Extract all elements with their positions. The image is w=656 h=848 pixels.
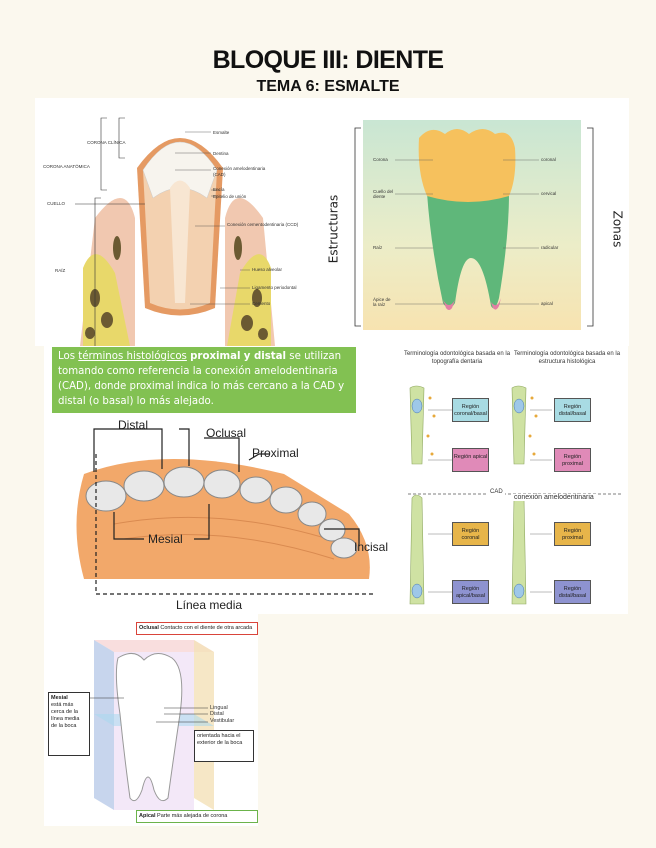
anatomy-panel: CORONA CLÍNICA CORONA ANATÓMICA CUELLO R… [35,98,323,346]
note-underlined: términos histológicos [78,351,187,362]
label-dentina: Dentina [213,151,229,156]
apical-box: Apical Parte más alejada de corona [136,810,258,823]
region-box-7: Región apical/basal [452,580,489,604]
anatomy-illustration [75,117,275,346]
region-box-4: Región proximal [554,448,591,472]
zones-panel: Estructuras Zonas Corona Cuello del dien… [323,98,629,346]
distal-label: Distal [210,711,224,717]
cad-full-label: conexión amelodentinaria [512,494,596,501]
hist-col2-title: Terminología odontológica basada en la e… [513,351,621,365]
region-box-5: Región coronal [452,522,489,546]
arch-label-distal: Distal [118,418,149,432]
zone-label-corona: Corona [373,157,388,162]
mesial-box: Mesial está más cerca de la línea media … [48,692,90,756]
histology-note: Los términos histológicos proximal y dis… [52,347,356,413]
region-box-1: Región coronal/basal [452,398,489,422]
mesial-desc: está más cerca de la línea media de la b… [51,702,80,729]
label-epitelio: Epitelio de unión [213,194,247,199]
page-title: BLOQUE III: DIENTE [212,46,444,74]
label-cuello: CUELLO [47,201,66,206]
region-box-2: Región distal/basal [554,398,591,422]
vestibular-label: Vestibular [210,718,235,724]
region-box-6: Región proximal [554,522,591,546]
label-ccd: Conexión cementodentinaria (CCD) [227,222,299,227]
note-bold-proximal: proximal [190,351,241,362]
vestibular-desc: orientada hacia el exterior de la boca [197,733,243,746]
tooth-box-panel: Oclusal Contacto con el diente de otra a… [44,614,258,826]
lingual-label: Lingual [210,705,228,711]
arch-label-incisal: Incisal [354,540,389,554]
hist-col1-title: Terminología odontológica basada en la t… [403,351,511,365]
oclusal-box: Oclusal Contacto con el diente de otra a… [136,622,258,635]
page-subtitle: TEMA 6: ESMALTE [256,78,400,95]
zones-illustration [354,120,594,330]
cell-illustrations [408,385,622,605]
dental-arch-illustration [76,428,374,595]
label-ligamento: Ligamento periodontal [252,285,297,290]
tooth-box-illustration [90,640,214,810]
label-cad: Conexión amelodentinaria (CAD) [213,166,266,177]
label-corona-anatomica: CORONA ANATÓMICA [43,164,90,169]
apical-desc: Parte más alejada de corona [157,813,228,819]
zone-label-radicular: radicular [541,245,559,250]
arch-label-linea-media: Línea media [176,598,243,612]
arch-label-mesial: Mesial [148,532,183,546]
label-raiz: RAÍZ [55,268,66,273]
mesial-label: Mesial [51,695,68,701]
label-estructuras: Estructuras [326,194,341,264]
oclusal-desc: Contacto con el diente de otra arcada [160,625,253,631]
oclusal-label: Oclusal [139,625,159,631]
zone-label-apical: apical [541,301,553,306]
note-text-1: Los [58,351,79,362]
arch-label-proximal: Proximal [252,446,299,460]
zone-label-raiz: Raíz [373,245,383,250]
label-corona-clinica: CORONA CLÍNICA [87,140,126,145]
zone-label-cuello: Cuello del diente [373,189,394,199]
label-esmalte: Esmalte [213,130,230,135]
vestibular-box: orientada hacia el exterior de la boca [194,730,254,762]
label-zonas: Zonas [610,210,625,248]
zone-label-cervical: cervical [541,191,557,196]
cad-label: CAD [488,489,505,495]
apical-label: Apical [139,813,156,819]
label-cemento: Cemento [252,301,271,306]
label-hueso: Hueso alveolar [252,267,283,272]
zone-label-coronal: coronal [541,157,556,162]
region-box-3: Región apical [452,448,489,472]
note-bold-distal: y distal [243,351,287,362]
region-box-8: Región distal/basal [554,580,591,604]
histology-panel: Terminología odontológica basada en la t… [402,346,628,614]
label-encia: Encía [213,187,225,192]
zone-label-apice: Ápice de la raíz [373,297,391,307]
arch-label-oclusal: Oclusal [206,426,247,440]
note-text-4: se utilizan tomando como referencia la c… [58,351,345,407]
